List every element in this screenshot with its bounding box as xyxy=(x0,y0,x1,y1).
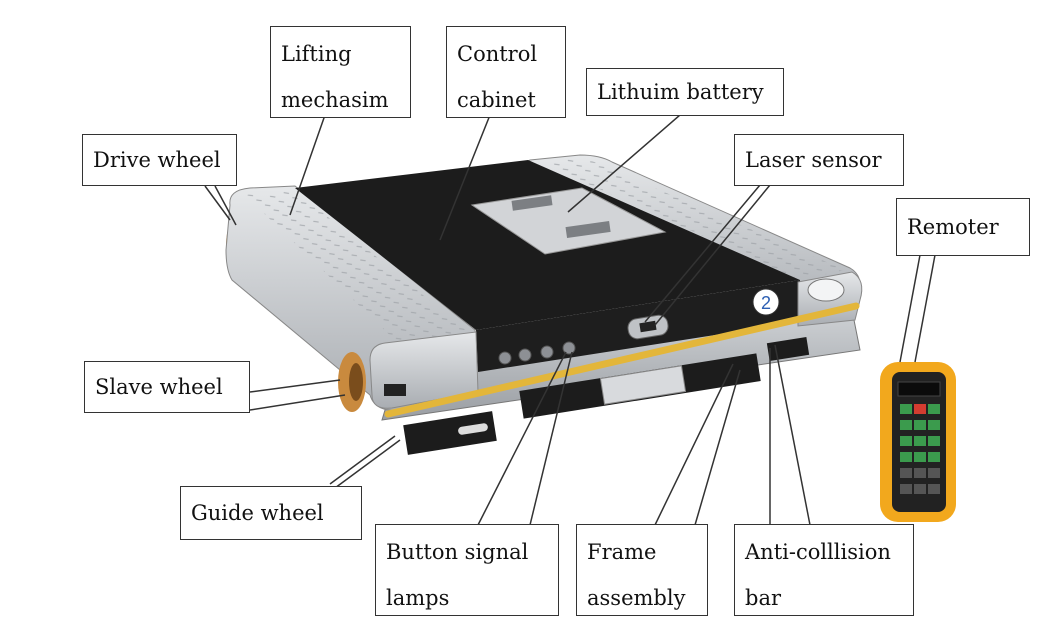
anti-collision-bar-graphic xyxy=(384,302,860,418)
label-lifting-mechanism: Lifting mechasim xyxy=(270,26,411,118)
label-button-signal-lamps: Button signal lamps xyxy=(375,524,559,616)
label-frame-assembly: Frame assembly xyxy=(576,524,708,616)
vehicle-number: 2 xyxy=(761,293,771,313)
label-remoter: Remoter xyxy=(896,198,1030,256)
label-drive-wheel: Drive wheel xyxy=(82,134,237,186)
remote-controller xyxy=(880,362,956,522)
label-anti-collision-bar: Anti-colllision bar xyxy=(734,524,914,616)
label-slave-wheel: Slave wheel xyxy=(84,361,250,413)
label-control-cabinet: Control cabinet xyxy=(446,26,566,118)
guide-wheel-graphic xyxy=(403,411,497,455)
label-lithium-battery: Lithuim battery xyxy=(586,68,784,116)
label-laser-sensor: Laser sensor xyxy=(734,134,904,186)
agv-vehicle: 2 xyxy=(225,154,863,455)
label-guide-wheel: Guide wheel xyxy=(180,486,362,540)
signal-lamps-graphic xyxy=(498,341,576,365)
vehicle-number-badge xyxy=(752,288,780,316)
